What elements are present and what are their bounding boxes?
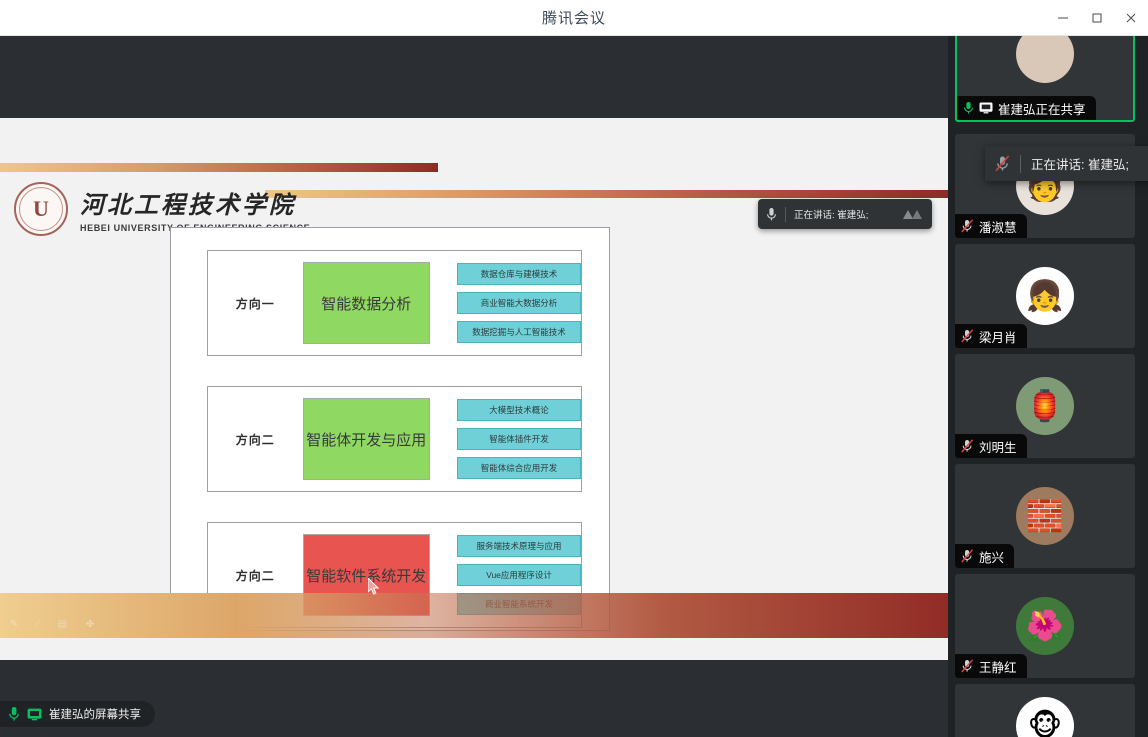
microphone-muted-icon — [961, 329, 974, 343]
participant-name: 施兴 — [979, 550, 1005, 565]
participant-name: 潘淑慧 — [979, 220, 1017, 235]
participant-tile-active[interactable]: 崔建弘正在共享 — [955, 36, 1135, 122]
school-seal-logo: U — [14, 182, 68, 236]
tooltip-divider — [1020, 154, 1021, 173]
microphone-muted-icon — [961, 659, 974, 673]
slide-right-accent-bar — [265, 190, 948, 198]
participant-name-chip: 梁月肖 — [955, 324, 1027, 348]
subcourse-item: 智能体综合应用开发 — [457, 457, 581, 479]
screen-share-icon — [979, 102, 993, 114]
tencent-meeting-logo — [903, 210, 922, 219]
direction-label: 方向二 — [235, 432, 275, 447]
avatar: 🌺 — [1016, 597, 1074, 655]
subcourse-item: Vue应用程序设计 — [457, 564, 581, 586]
speaking-status-label: 正在讲话: 崔建弘; — [794, 210, 869, 221]
participant-name: 刘明生 — [979, 440, 1017, 455]
screen-share-badge: 崔建弘的屏幕共享 — [0, 701, 155, 727]
subcourse-item: 大模型技术概论 — [457, 399, 581, 421]
microphone-muted-icon — [995, 155, 1010, 172]
window-controls — [1046, 0, 1148, 36]
window-title: 腾讯会议 — [541, 10, 606, 27]
floating-speaking-toolbar[interactable]: 正在讲话: 崔建弘; — [758, 199, 932, 229]
microphone-icon — [964, 102, 973, 114]
microphone-muted-icon — [961, 549, 974, 563]
participant-tile[interactable]: 🌺 王静红 — [955, 574, 1135, 678]
participant-tile[interactable]: 🐵 — [955, 684, 1135, 737]
microphone-muted-icon — [961, 439, 974, 453]
participant-name-chip: 刘明生 — [955, 434, 1027, 458]
slide-footer-icons: ✎ ⁄ ▤ ✤ — [10, 619, 103, 630]
subcourse-item: 数据仓库与建模技术 — [457, 263, 581, 285]
window-titlebar: 腾讯会议 — [0, 0, 1148, 36]
direction-label: 方向一 — [235, 296, 275, 311]
participant-name-chip: 潘淑慧 — [955, 214, 1027, 238]
maximize-button[interactable] — [1080, 0, 1114, 36]
avatar-glyph: 🌺 — [1026, 609, 1064, 643]
direction-row: 方向二 智能体开发与应用 大模型技术概论 智能体插件开发 智能体综合应用开发 — [207, 386, 582, 492]
mouse-cursor-icon — [368, 578, 380, 595]
speaking-tooltip-label: 正在讲话: 崔建弘; — [1031, 158, 1129, 172]
participant-tile[interactable]: 👧 梁月肖 — [955, 244, 1135, 348]
subcourse-item: 数据挖掘与人工智能技术 — [457, 321, 581, 343]
direction-label: 方向二 — [235, 568, 275, 583]
avatar: 🏮 — [1016, 377, 1074, 435]
participant-name-chip: 施兴 — [955, 544, 1015, 568]
participant-name-chip: 王静红 — [955, 654, 1027, 678]
direction-main-box: 智能体开发与应用 — [302, 398, 430, 480]
participant-name: 崔建弘正在共享 — [998, 102, 1086, 117]
slide-content-frame: 方向一 智能数据分析 数据仓库与建模技术 商业智能大数据分析 数据挖掘与人工智能… — [170, 227, 610, 631]
direction-subcourse-list: 大模型技术概论 智能体插件开发 智能体综合应用开发 — [457, 399, 581, 479]
participant-rail[interactable]: 崔建弘正在共享 🧑 潘淑慧 👧 — [948, 36, 1148, 737]
close-button[interactable] — [1114, 0, 1148, 36]
school-seal-letter: U — [33, 196, 49, 221]
school-name-cn: 河北工程技术学院 — [80, 193, 296, 219]
screen-share-icon — [27, 708, 42, 720]
microphone-icon — [767, 207, 776, 220]
subcourse-item: 服务端技术原理与应用 — [457, 535, 581, 557]
microphone-muted-icon — [961, 219, 974, 233]
shared-screen-stage[interactable]: U 河北工程技术学院 HEBEI UNIVERSITY OF ENGINEERI… — [0, 36, 948, 737]
avatar-glyph: 🧱 — [1026, 499, 1064, 533]
toolbar-divider — [785, 206, 786, 222]
direction-main-box: 智能数据分析 — [302, 262, 430, 344]
avatar-glyph: 🏮 — [1026, 389, 1064, 423]
direction-row: 方向一 智能数据分析 数据仓库与建模技术 商业智能大数据分析 数据挖掘与人工智能… — [207, 250, 582, 356]
school-name-block: 河北工程技术学院 HEBEI UNIVERSITY OF ENGINEERING… — [80, 185, 310, 233]
microphone-icon — [9, 707, 19, 721]
participant-name: 王静红 — [979, 660, 1017, 675]
minimize-button[interactable] — [1046, 0, 1080, 36]
school-header: U 河北工程技术学院 HEBEI UNIVERSITY OF ENGINEERI… — [14, 182, 310, 236]
avatar — [1016, 36, 1074, 83]
avatar: 🐵 — [1016, 697, 1074, 737]
participant-tile[interactable]: 🧱 施兴 — [955, 464, 1135, 568]
avatar: 🧱 — [1016, 487, 1074, 545]
avatar: 👧 — [1016, 267, 1074, 325]
slide-bottom-accent-bar: ✎ ⁄ ▤ ✤ — [0, 593, 948, 638]
slide-top-accent-bar — [0, 163, 438, 172]
direction-subcourse-list: 数据仓库与建模技术 商业智能大数据分析 数据挖掘与人工智能技术 — [457, 263, 581, 343]
close-icon — [1126, 13, 1136, 23]
participant-name: 梁月肖 — [979, 330, 1017, 345]
maximize-icon — [1092, 13, 1102, 23]
share-badge-label: 崔建弘的屏幕共享 — [49, 709, 141, 721]
avatar-glyph: 🐵 — [1027, 709, 1063, 737]
subcourse-item: 商业智能大数据分析 — [457, 292, 581, 314]
speaking-tooltip: 正在讲话: 崔建弘; — [985, 146, 1148, 181]
subcourse-item: 智能体插件开发 — [457, 428, 581, 450]
participant-tile[interactable]: 🏮 刘明生 — [955, 354, 1135, 458]
participant-name-chip: 崔建弘正在共享 — [957, 96, 1096, 120]
minimize-icon — [1058, 17, 1068, 19]
avatar-glyph: 👧 — [1026, 279, 1064, 313]
